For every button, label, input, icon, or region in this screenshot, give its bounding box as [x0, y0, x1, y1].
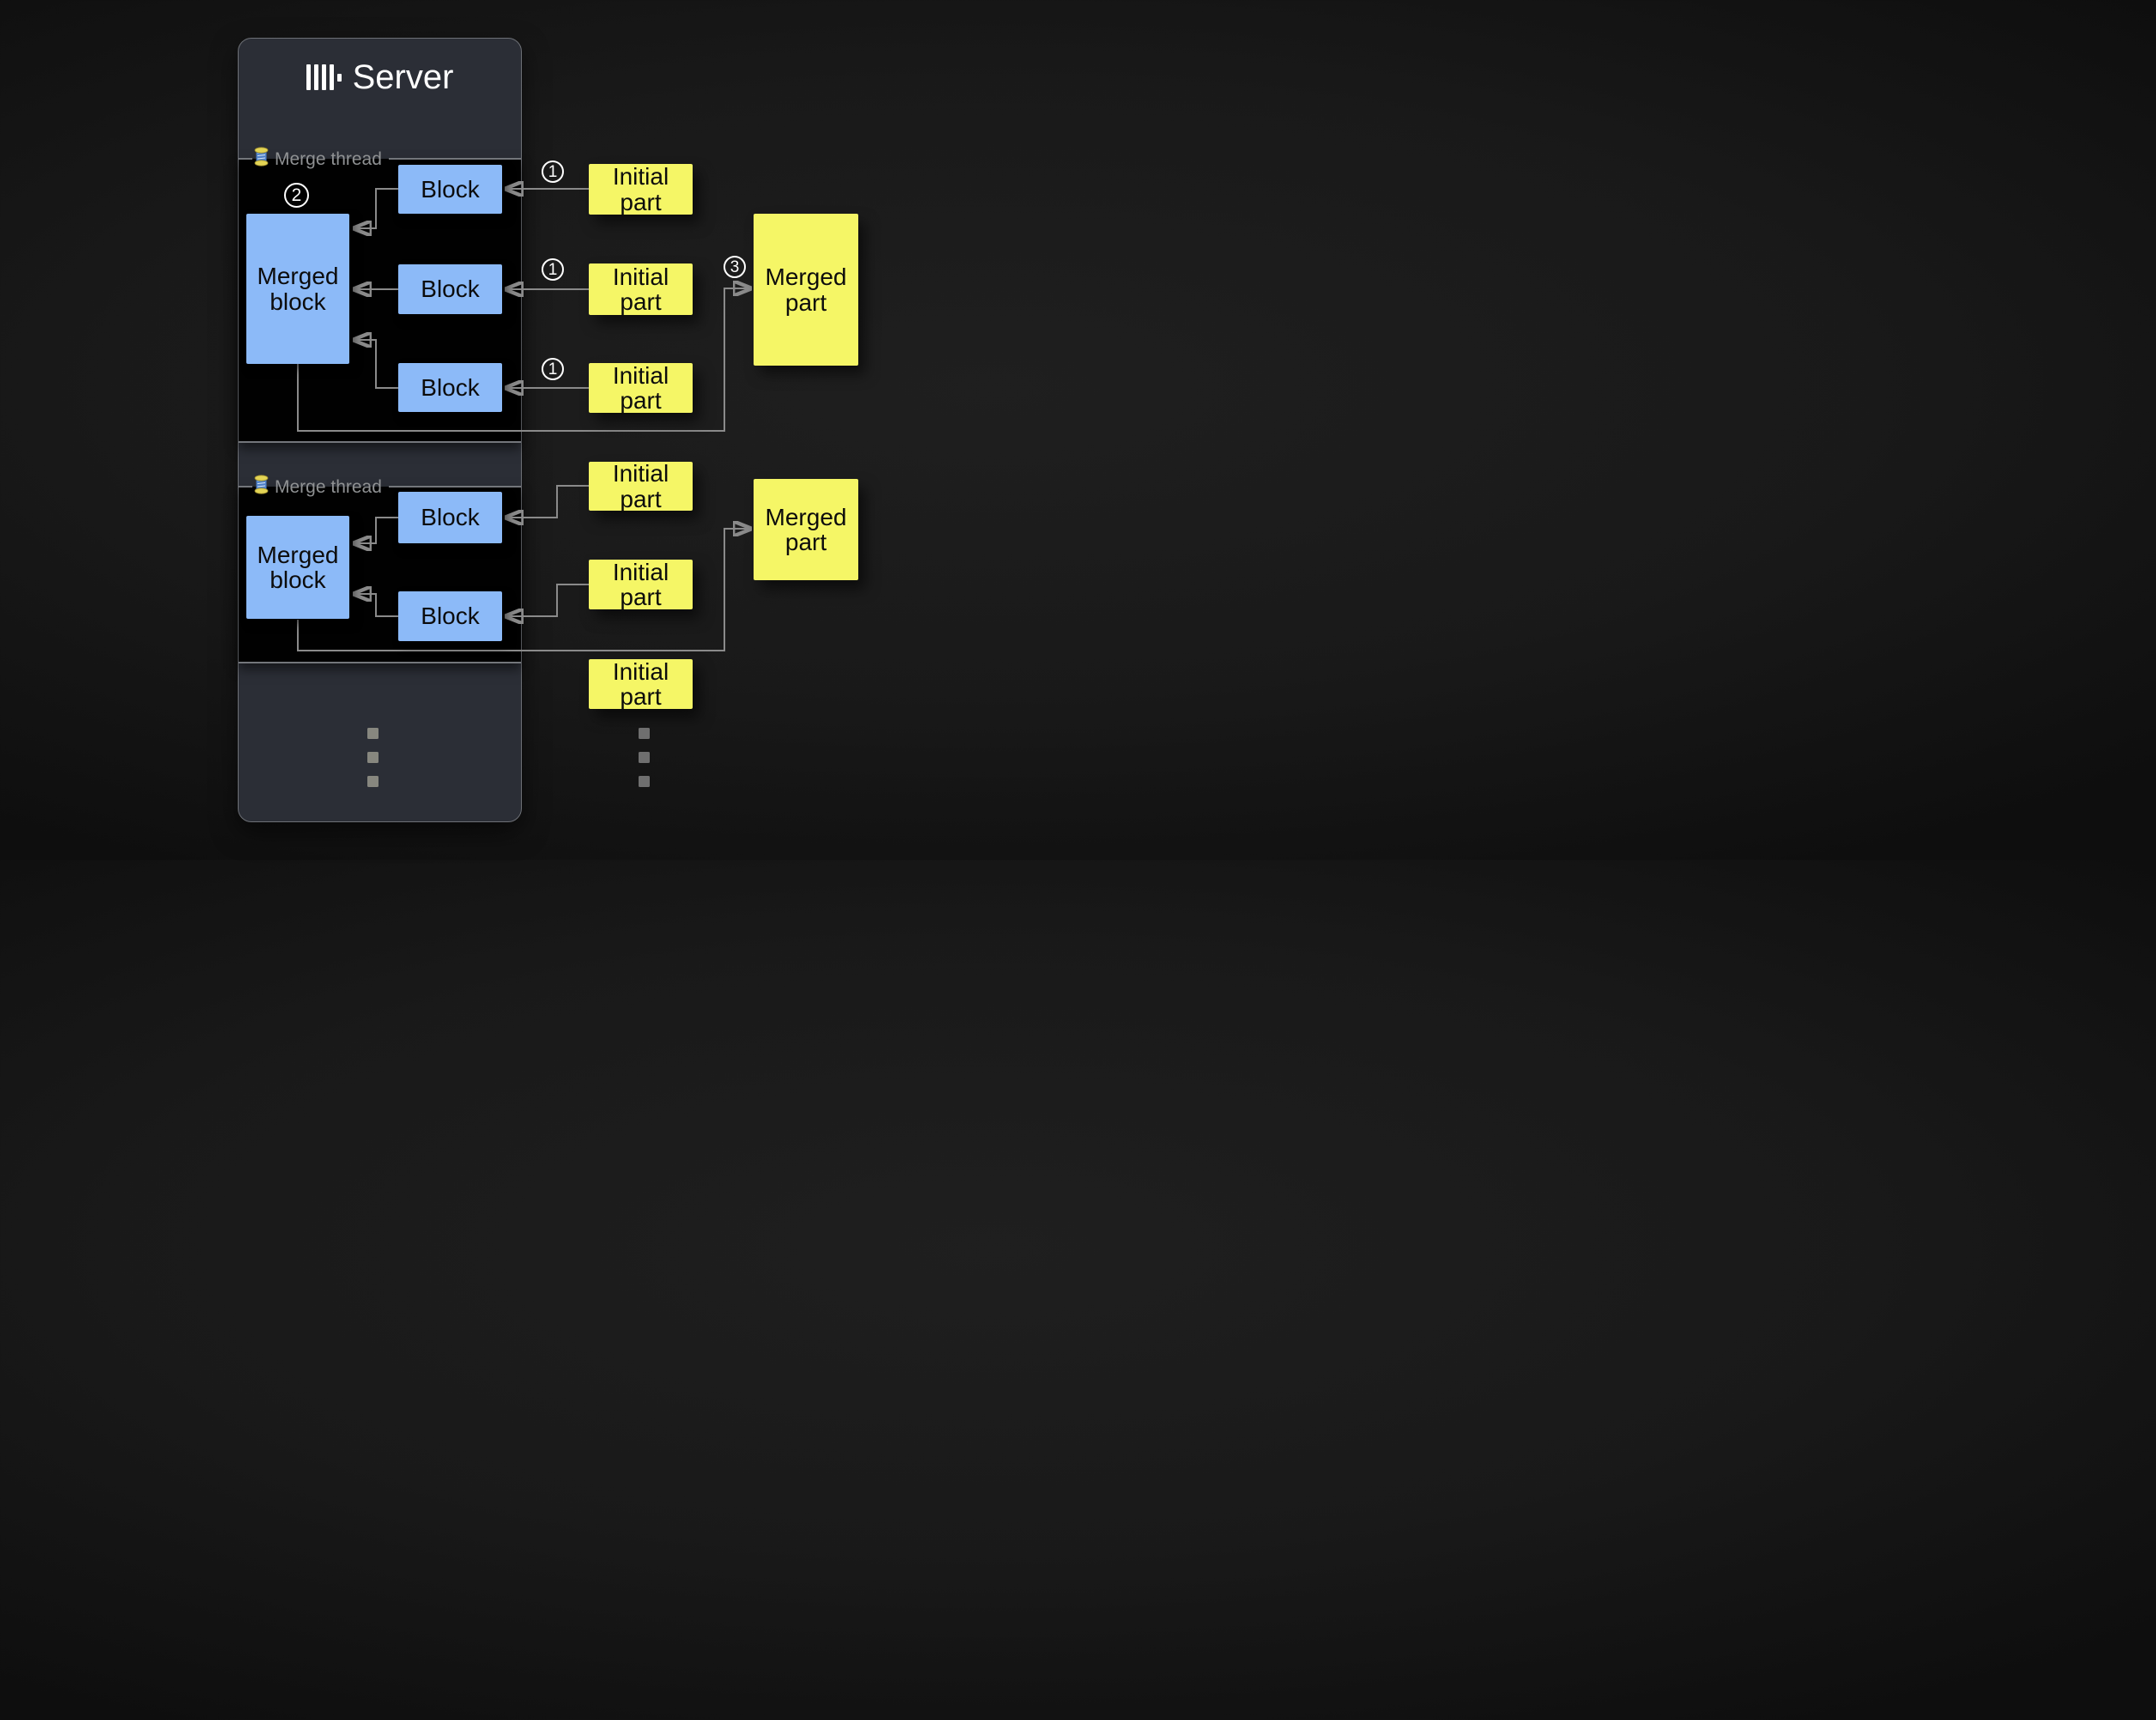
ellipsis-dot	[367, 728, 379, 739]
block-2-2: Block	[398, 591, 502, 641]
merge-thread-legend-1: Merge thread	[239, 147, 521, 171]
step-circle-3: 3	[724, 256, 746, 278]
merge-thread-legend-2: Merge thread	[239, 475, 521, 498]
legend-line	[239, 486, 252, 488]
merged-block-2: Merged block	[246, 516, 349, 619]
block-1-3: Block	[398, 363, 502, 412]
ellipsis-dot	[639, 752, 650, 763]
ellipsis-dot	[639, 728, 650, 739]
merged-block-1: Merged block	[246, 214, 349, 364]
legend-line	[388, 486, 521, 488]
block-1-2: Block	[398, 264, 502, 314]
legend-line	[239, 158, 252, 160]
ellipsis-dot	[367, 776, 379, 787]
clickhouse-logo-icon	[306, 64, 342, 90]
step-circle-1c: 1	[542, 358, 564, 380]
ellipsis-dot	[639, 776, 650, 787]
initial-part-1: Initial part	[589, 164, 693, 215]
block-1-1: Block	[398, 165, 502, 214]
thread-spool-icon	[254, 475, 269, 499]
legend-line	[388, 158, 521, 160]
step-circle-1a: 1	[542, 160, 564, 183]
merged-part-1: Merged part	[754, 214, 858, 366]
diagram-canvas: Server Merge thread	[0, 0, 1078, 860]
server-title: Server	[352, 58, 454, 96]
block-2-1: Block	[398, 492, 502, 543]
merged-part-2: Merged part	[754, 479, 858, 580]
initial-part-6: Initial part	[589, 658, 693, 709]
step-circle-1b: 1	[542, 258, 564, 281]
step-circle-2: 2	[284, 183, 309, 208]
initial-part-3: Initial part	[589, 362, 693, 413]
initial-part-4: Initial part	[589, 461, 693, 512]
server-header: Server	[239, 58, 521, 96]
merge-thread-label: Merge thread	[275, 476, 382, 497]
connector-arrows	[297, 0, 1078, 651]
ellipsis-dot	[367, 752, 379, 763]
thread-spool-icon	[254, 147, 269, 171]
initial-part-2: Initial part	[589, 263, 693, 315]
server-panel: Server Merge thread	[238, 38, 522, 822]
merge-thread-label: Merge thread	[275, 148, 382, 169]
initial-part-5: Initial part	[589, 559, 693, 609]
